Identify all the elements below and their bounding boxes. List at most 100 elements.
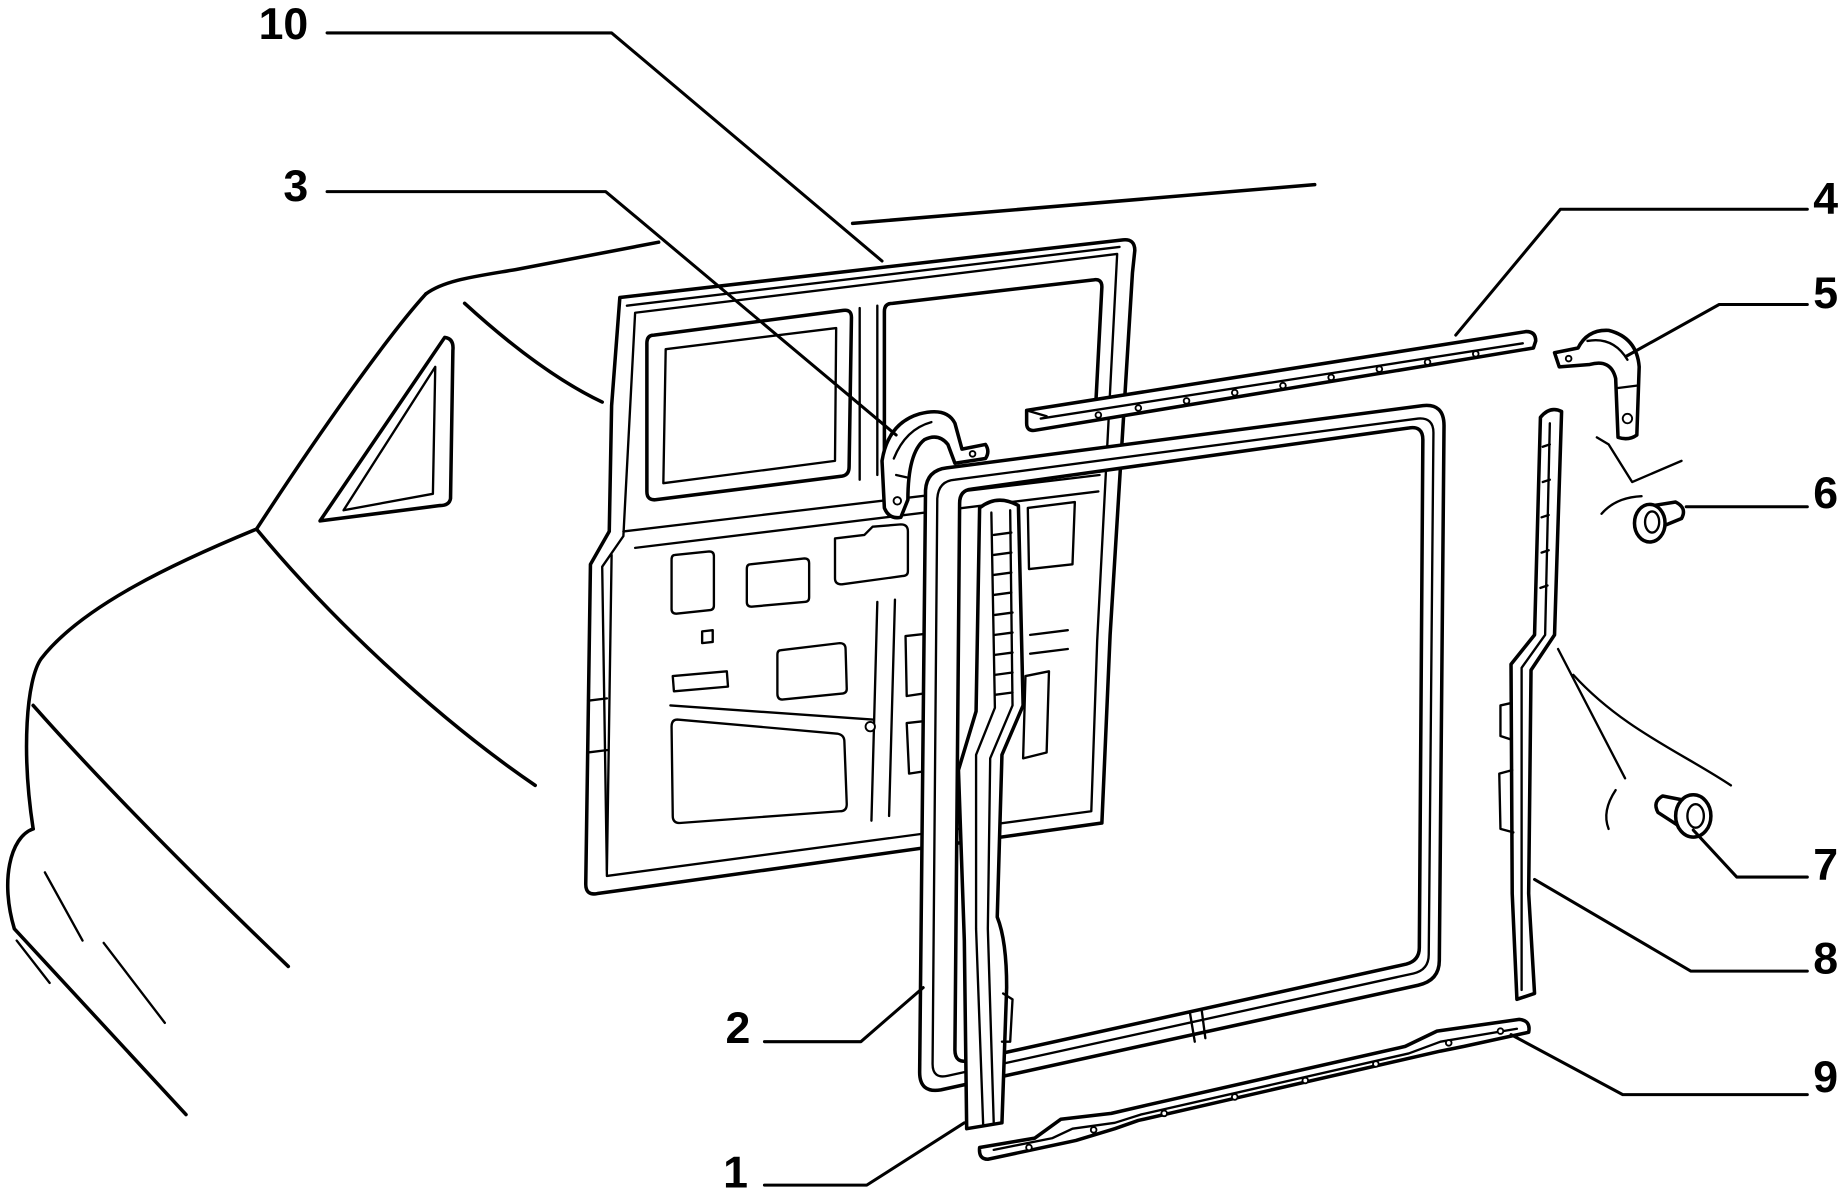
rail-hole [1301, 1076, 1310, 1085]
front-vertical-member [956, 498, 1025, 1131]
rail-hole [1089, 1126, 1098, 1134]
panel-diagonal-ridge [669, 704, 874, 721]
cab-window-inner [342, 365, 437, 512]
front-vertical-member-tab [1000, 992, 1014, 1043]
left-window-inner-edge [662, 326, 838, 485]
lower-rail-flange [992, 1027, 1519, 1152]
windshield-outer-edge [254, 292, 428, 531]
panel-left-ridge [586, 553, 613, 872]
panel-lower-cutout [670, 718, 848, 825]
callout-8-label: 8 [1813, 934, 1838, 983]
lower-rail [977, 1017, 1531, 1162]
panel-small-hole [700, 629, 714, 645]
upper-rail-flange [1025, 342, 1524, 420]
rail-hole [1423, 358, 1432, 366]
rail-hole [1444, 1039, 1453, 1047]
callout-3: 3 [283, 162, 898, 437]
bracket-hole [1564, 354, 1573, 363]
rear-hinge-bracket-body [1552, 328, 1641, 441]
seal-frame [917, 403, 1446, 1093]
panel-cutout [776, 641, 848, 701]
callout-2-leader [762, 986, 925, 1044]
window-sill [622, 473, 1101, 550]
callout-6: 6 [1684, 469, 1838, 518]
rail-hole [1496, 1027, 1505, 1035]
callout-8-leader [1533, 877, 1809, 973]
callout-10: 10 [259, 0, 884, 263]
panel-ridge [1028, 629, 1069, 655]
callout-1-leader [762, 1121, 966, 1187]
callout-1: 1 [723, 1121, 966, 1191]
rail-hole [1279, 381, 1287, 390]
callout-5: 5 [1624, 269, 1838, 358]
rear-vertical-member-channel [1520, 422, 1552, 992]
assembly-guide-line [1605, 788, 1617, 831]
vehicle-body-outline [6, 182, 1317, 1117]
bumper-line [6, 827, 188, 1117]
callout-1-label: 1 [723, 1148, 748, 1191]
callout-4-leader [1454, 207, 1809, 337]
bumper-detail-line [15, 871, 167, 1025]
upper-hinge-bracket-fold [892, 420, 933, 479]
panel-cutout [670, 550, 716, 615]
callout-10-leader [325, 31, 884, 263]
rail-hole [1160, 1109, 1168, 1118]
rail-hole [1327, 373, 1335, 382]
rear-hinge-bracket [1552, 328, 1641, 441]
rail-hole [1375, 365, 1384, 373]
rear-vertical-member-ticks [1539, 443, 1552, 590]
callout-9-label: 9 [1813, 1053, 1838, 1102]
left-window-opening [645, 308, 854, 502]
rail-hole [1372, 1060, 1380, 1068]
door-pillar [858, 304, 879, 481]
callout-5-leader [1624, 302, 1809, 358]
callout-7-label: 7 [1813, 840, 1838, 889]
panel-cutout [833, 523, 910, 586]
callout-2: 2 [726, 986, 925, 1053]
rail-hole [1025, 1143, 1033, 1152]
front-face-line [31, 703, 291, 969]
panel-slot [671, 670, 730, 693]
callout-7-leader [1691, 828, 1809, 879]
panel-stiffener [870, 598, 897, 822]
bracket-hole [968, 450, 977, 458]
callout-9: 9 [1509, 1033, 1838, 1102]
assembly-guide-line [1600, 494, 1643, 515]
upper-hinge-bracket-body [880, 410, 990, 520]
bracket-hole [892, 496, 903, 506]
rear-vertical-member-tab [1499, 701, 1513, 741]
cab-window-outer [318, 335, 455, 523]
callout-5-label: 5 [1813, 269, 1838, 318]
front-vertical-member-rungs [992, 531, 1014, 697]
front-vertical-member-channel [974, 509, 1014, 1126]
bracket-hole [1621, 412, 1634, 425]
plug-lower-head [1673, 793, 1713, 839]
rear-vertical-member-body [1509, 407, 1564, 1002]
door-panel-inner-border [601, 252, 1119, 878]
callout-4: 4 [1454, 175, 1838, 337]
callout-2-label: 2 [726, 1004, 751, 1053]
panel-cutout [745, 557, 811, 608]
assembly-guide-line [1595, 436, 1683, 484]
rear-vertical-member [1498, 407, 1564, 1002]
windshield-lower-edge [462, 301, 604, 404]
plug-lower-head-rim [1686, 803, 1706, 829]
seal-frame-channel [931, 417, 1435, 1078]
callout-6-label: 6 [1813, 469, 1838, 518]
rail-hole [1230, 1093, 1239, 1101]
callout-3-leader [325, 190, 898, 437]
upper-rail [1024, 329, 1538, 433]
plug-upper-head [1632, 502, 1667, 544]
rail-hole [1471, 350, 1480, 358]
right-window-opening [882, 277, 1104, 467]
callout-4-label: 4 [1813, 175, 1838, 224]
callout-7: 7 [1691, 828, 1838, 889]
plug-upper-head-rim [1643, 510, 1661, 534]
callout-3-label: 3 [283, 162, 308, 211]
rail-hole [1182, 397, 1191, 405]
plug-lower [1654, 793, 1713, 839]
panel-cutout [1021, 670, 1051, 760]
panel-bolt [864, 720, 876, 733]
panel-cutout [1026, 500, 1077, 571]
